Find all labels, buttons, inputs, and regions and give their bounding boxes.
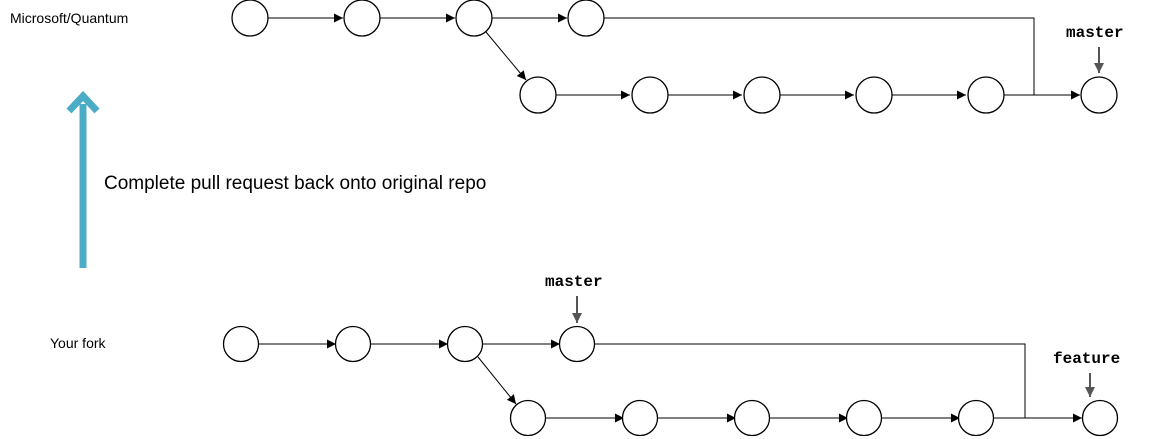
commit-node: [621, 399, 659, 437]
upstream-repo-label: Microsoft/Quantum: [10, 10, 128, 26]
commit-node: [343, 0, 381, 37]
upstream-merge-edge: [604, 17, 1080, 100]
commit-node: [558, 325, 596, 363]
commit-node: [733, 399, 771, 437]
upstream-graph: master: [231, 0, 1124, 114]
fork-branch-edge: [477, 356, 517, 405]
upstream-edges: [268, 13, 1080, 100]
commit-node: [845, 399, 883, 437]
pull-request-up-arrow-icon: [66, 90, 100, 268]
commit-node: [222, 325, 260, 363]
fork-master-label: master: [545, 273, 603, 291]
feature-commit-node: [1081, 399, 1119, 437]
commit-node: [509, 399, 547, 437]
commit-node: [231, 0, 269, 37]
commit-node: [855, 76, 893, 114]
fork-repo-label: Your fork: [50, 335, 107, 351]
upstream-branch-edge: [485, 31, 527, 81]
merge-commit-node: [1080, 76, 1118, 114]
fork-merge-edge: [595, 343, 1082, 423]
commit-node: [967, 76, 1005, 114]
commit-node: [519, 76, 557, 114]
commit-node: [567, 0, 605, 37]
commit-node: [957, 399, 995, 437]
commit-node: [446, 325, 484, 363]
upstream-master-label: master: [1066, 24, 1124, 42]
commit-node: [743, 76, 781, 114]
fork-edges: [259, 339, 1082, 423]
commit-node: [455, 0, 493, 37]
fork-commits: [222, 325, 1119, 437]
commit-node: [631, 76, 669, 114]
fork-graph: master feature: [222, 273, 1120, 437]
pull-request-caption: Complete pull request back onto original…: [104, 173, 486, 194]
fork-feature-label: feature: [1053, 350, 1120, 368]
upstream-commits: [231, 0, 1118, 114]
commit-node: [334, 325, 372, 363]
